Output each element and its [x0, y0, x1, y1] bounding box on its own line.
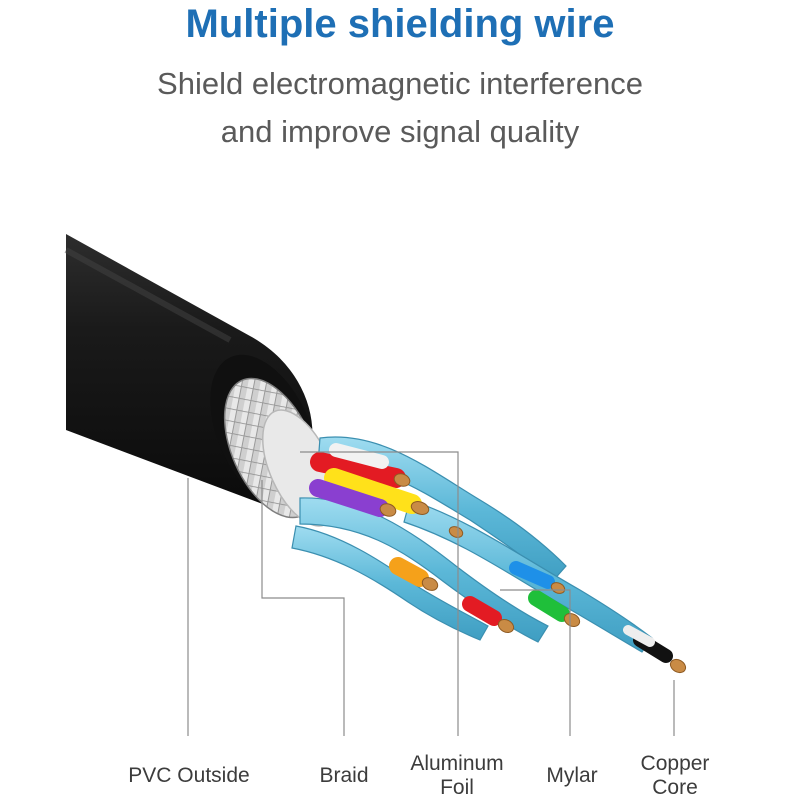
label-pvc-outside: PVC Outside [128, 764, 250, 787]
label-copper-core: Copper Core [640, 752, 710, 799]
subtitle-line-1: Shield electromagnetic interference [157, 66, 643, 101]
subtitle-line-2: and improve signal quality [220, 114, 580, 149]
label-aluminum-foil: Aluminum Foil [410, 752, 504, 799]
page-title: Multiple shielding wire [185, 2, 615, 46]
leader-lines [187, 451, 675, 736]
label-mylar: Mylar [546, 764, 598, 787]
label-braid: Braid [319, 764, 369, 787]
copper-cores [379, 473, 687, 674]
